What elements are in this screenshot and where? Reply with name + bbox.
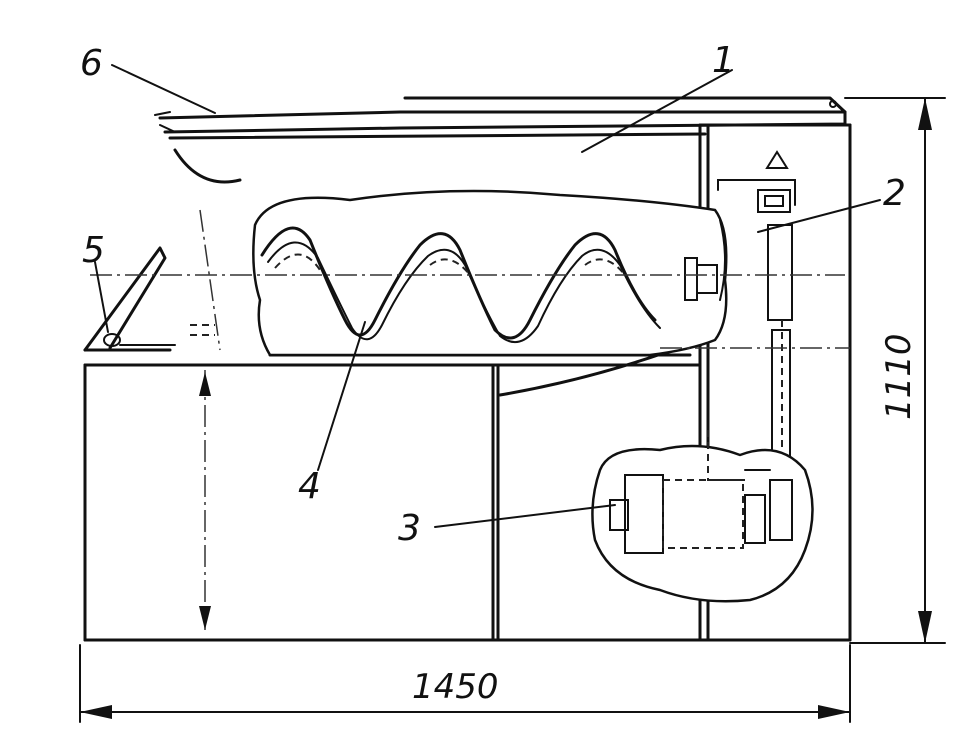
height-dimension [844, 97, 946, 644]
loading-chute [83, 246, 176, 352]
callout-2: 2 [883, 173, 906, 214]
width-dimension [79, 644, 851, 723]
drive-belt [717, 150, 796, 486]
leader-lines [94, 64, 881, 528]
width-dimension-label: 1450 [412, 667, 499, 707]
callout-4: 4 [298, 466, 321, 507]
inner-height-dimension [199, 372, 211, 630]
hinged-lid [154, 96, 847, 140]
internal-guides [190, 324, 215, 630]
electric-motor-cutaway [591, 430, 814, 603]
callout-6: 6 [80, 43, 103, 84]
callout-1: 1 [712, 40, 735, 81]
callout-5: 5 [82, 230, 105, 271]
screw-conveyor-cutaway [252, 189, 728, 357]
callout-3: 3 [398, 508, 421, 549]
hopper [173, 148, 242, 351]
center-lines [90, 274, 850, 349]
height-dimension-label: 1110 [879, 333, 919, 420]
